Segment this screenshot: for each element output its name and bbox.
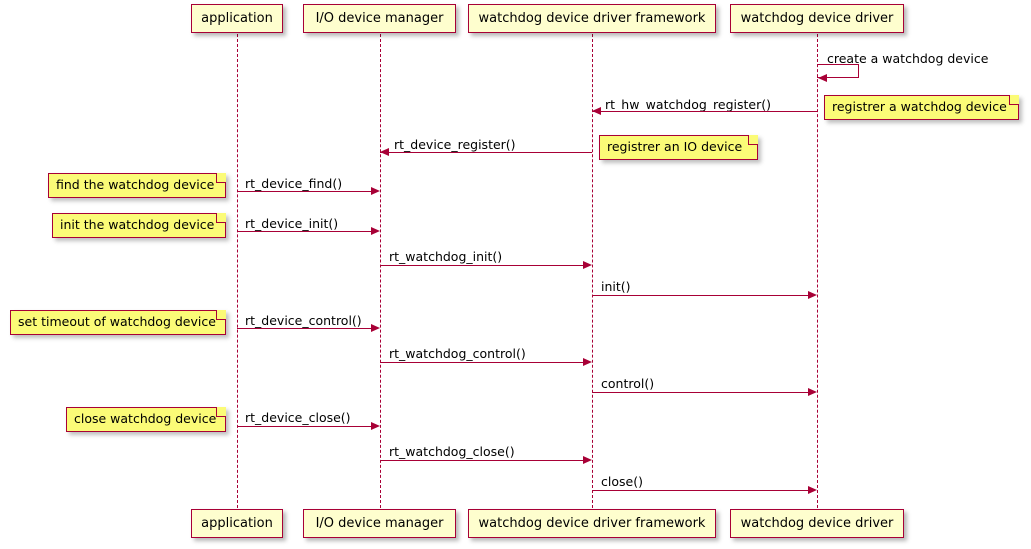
note-label: registrer an IO device (607, 139, 743, 155)
note-find-the-watchdog-device: find the watchdog device (48, 173, 226, 198)
note-label: find the watchdog device (56, 177, 215, 193)
message-label-rt-device-register: rt_device_register() (394, 137, 516, 152)
arrow-head-rt-hw-watchdog-register (592, 106, 601, 115)
participant-application-bottom[interactable]: application (191, 509, 283, 538)
message-label-init: init() (601, 279, 631, 294)
arrow-head-rt-watchdog-control (583, 357, 592, 366)
note-fold-icon (1009, 95, 1019, 105)
arrow-head-create-a-watchdog-device (818, 73, 827, 82)
note-label: set timeout of watchdog device (18, 314, 216, 330)
note-registrer-a-watchdog-device: registrer a watchdog device (824, 95, 1019, 120)
message-line-rt-watchdog-init (380, 265, 583, 266)
participant-watchdog-framework-top[interactable]: watchdog device driver framework (468, 4, 716, 33)
participant-application-top[interactable]: application (191, 4, 283, 33)
message-label-create-a-watchdog-device: create a watchdog device (827, 51, 989, 66)
arrow-head-rt-device-close (371, 421, 380, 430)
participant-label: I/O device manager (315, 11, 444, 26)
participant-label: watchdog device driver framework (478, 11, 706, 26)
message-label-rt-hw-watchdog-register: rt_hw_watchdog_register() (605, 97, 771, 112)
lifeline-application (237, 34, 238, 508)
participant-label: application (201, 516, 273, 531)
arrow-head-rt-device-init (371, 226, 380, 235)
message-line-rt-device-close (237, 426, 371, 427)
lifeline-watchdog-framework (592, 34, 593, 508)
message-label-rt-watchdog-init: rt_watchdog_init() (389, 249, 503, 264)
message-label-rt-device-find: rt_device_find() (245, 176, 343, 191)
message-line-rt-watchdog-close (380, 460, 583, 461)
message-line-rt-device-control (237, 328, 371, 329)
arrow-head-rt-device-find (371, 186, 380, 195)
arrow-head-close (808, 485, 817, 494)
participant-watchdog-framework-bottom[interactable]: watchdog device driver framework (468, 509, 716, 538)
note-registrer-an-io-device: registrer an IO device (599, 135, 758, 160)
message-line-control (592, 392, 808, 393)
note-label: registrer a watchdog device (832, 99, 1007, 115)
participant-io-device-manager-top[interactable]: I/O device manager (303, 4, 456, 33)
message-line-rt-device-init (237, 231, 371, 232)
message-label-rt-device-control: rt_device_control() (245, 313, 362, 328)
participant-watchdog-driver-top[interactable]: watchdog device driver (730, 4, 904, 33)
note-fold-icon (216, 310, 226, 320)
message-line-close (592, 490, 808, 491)
message-label-rt-device-close: rt_device_close() (245, 410, 351, 425)
arrow-head-rt-device-register (380, 147, 389, 156)
message-line-rt-device-find (237, 191, 371, 192)
participant-label: watchdog device driver (740, 11, 894, 26)
note-fold-icon (216, 407, 226, 417)
arrow-head-rt-watchdog-close (583, 455, 592, 464)
participant-label: watchdog device driver (740, 516, 894, 531)
note-fold-icon (216, 173, 226, 183)
note-label: init the watchdog device (60, 217, 215, 233)
note-set-timeout-of-watchdog-device: set timeout of watchdog device (10, 310, 226, 335)
arrow-head-rt-device-control (371, 323, 380, 332)
arrow-head-init (808, 290, 817, 299)
message-line-rt-device-register (380, 152, 592, 153)
note-init-the-watchdog-device: init the watchdog device (52, 213, 226, 238)
message-label-control: control() (601, 376, 655, 391)
note-label: close watchdog device (74, 411, 217, 427)
arrow-head-control (808, 387, 817, 396)
lifeline-io-device-manager (380, 34, 381, 508)
message-label-rt-device-init: rt_device_init() (245, 216, 339, 231)
participant-io-device-manager-bottom[interactable]: I/O device manager (303, 509, 456, 538)
self-message-create-a-watchdog-device (817, 64, 859, 78)
lifeline-watchdog-driver (817, 34, 818, 508)
note-fold-icon (216, 213, 226, 223)
message-label-rt-watchdog-close: rt_watchdog_close() (389, 444, 515, 459)
participant-watchdog-driver-bottom[interactable]: watchdog device driver (730, 509, 904, 538)
note-close-watchdog-device: close watchdog device (66, 407, 226, 432)
message-line-init (592, 295, 808, 296)
participant-label: application (201, 11, 273, 26)
participant-label: I/O device manager (315, 516, 444, 531)
message-line-rt-watchdog-control (380, 362, 583, 363)
note-fold-icon (748, 135, 758, 145)
arrow-head-rt-watchdog-init (583, 260, 592, 269)
message-line-rt-hw-watchdog-register (592, 111, 817, 112)
message-label-rt-watchdog-control: rt_watchdog_control() (389, 346, 526, 361)
participant-label: watchdog device driver framework (478, 516, 706, 531)
message-label-close: close() (601, 474, 643, 489)
